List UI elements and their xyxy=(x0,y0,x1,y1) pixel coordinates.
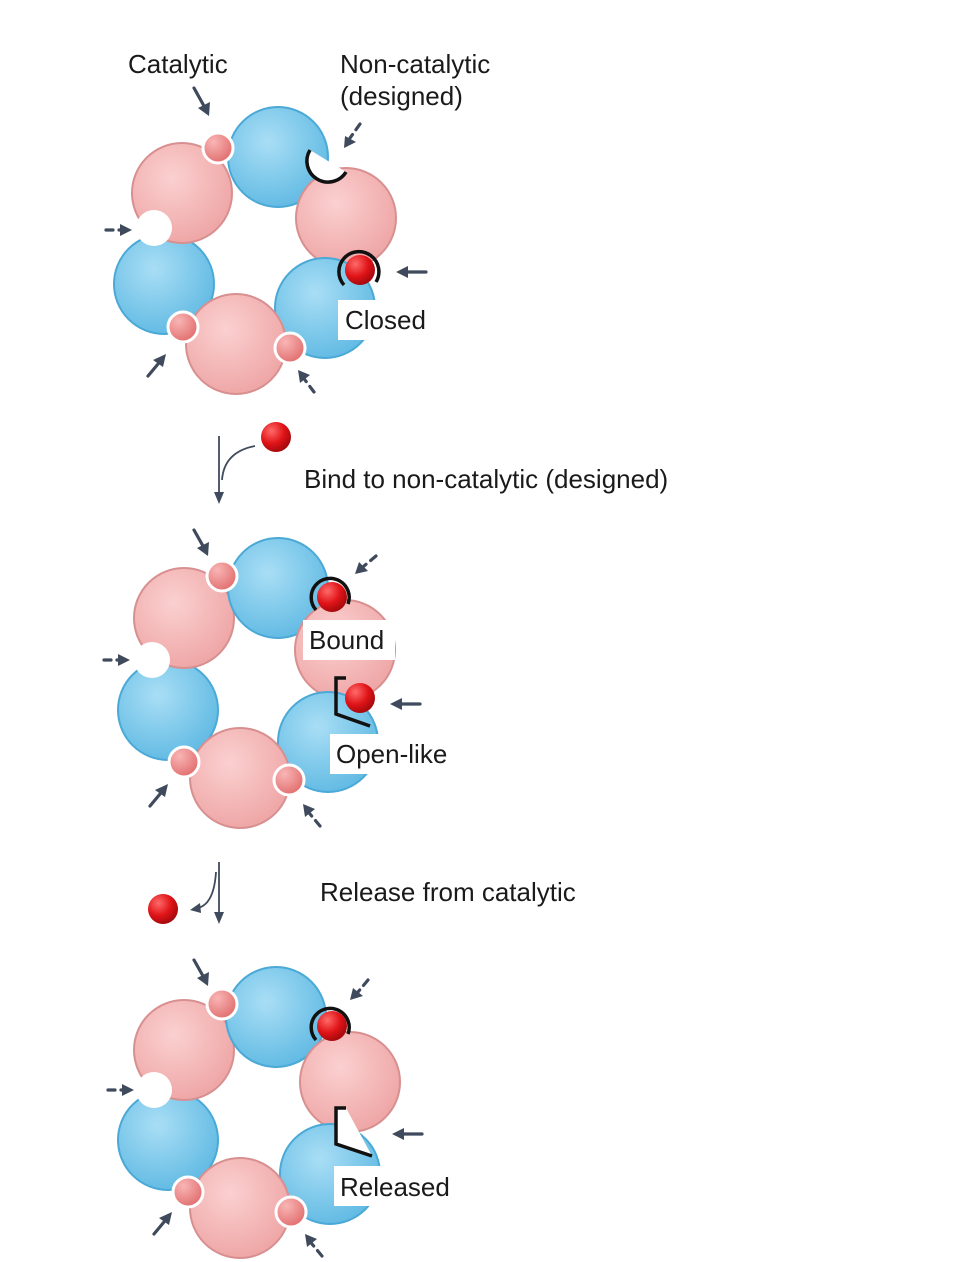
hexamer-released xyxy=(117,966,401,1259)
step-release xyxy=(148,862,224,924)
designed-pocket-bound xyxy=(309,576,351,612)
catalytic-site-ligand xyxy=(274,1195,308,1229)
catalytic-site-ligand xyxy=(273,331,307,365)
designed-pocket-empty xyxy=(305,149,348,184)
arrows-top xyxy=(104,86,428,394)
label-noncatalytic-line1: Non-catalytic xyxy=(340,49,490,79)
subunit-pink xyxy=(133,567,235,669)
closed-pocket xyxy=(337,249,381,287)
catalytic-site-ligand xyxy=(272,763,306,797)
catalytic-site-ligand xyxy=(166,310,200,344)
subunit-pink xyxy=(295,167,397,269)
ligand-bound xyxy=(345,683,375,713)
empty-site xyxy=(136,210,172,246)
label-catalytic: Catalytic xyxy=(128,49,228,79)
released-ligand xyxy=(148,894,178,924)
label-released: Released xyxy=(340,1172,450,1202)
label-open-like: Open-like xyxy=(336,739,447,769)
step-bind xyxy=(214,422,291,504)
catalytic-site-ligand xyxy=(205,559,239,593)
catalytic-site-ligand xyxy=(205,987,239,1021)
empty-site xyxy=(134,642,170,678)
empty-site xyxy=(136,1072,172,1108)
label-bind-step: Bind to non-catalytic (designed) xyxy=(304,464,668,494)
ligand-bound xyxy=(345,255,375,285)
label-bound: Bound xyxy=(309,625,384,655)
designed-pocket-bound xyxy=(309,1006,351,1042)
arrows-bottom xyxy=(106,958,424,1258)
label-release-step: Release from catalytic xyxy=(320,877,576,907)
catalytic-site-ligand xyxy=(167,745,201,779)
subunit-pink xyxy=(185,293,287,395)
catalytic-site-ligand xyxy=(201,131,235,165)
open-pocket xyxy=(334,676,371,728)
free-ligand xyxy=(261,422,291,452)
label-noncatalytic-line2: (designed) xyxy=(340,81,463,111)
ligand-bound xyxy=(317,1011,347,1041)
released-pocket xyxy=(334,1106,373,1158)
hexamer-open-like xyxy=(117,537,396,829)
arrows-middle xyxy=(102,528,422,828)
ligand-bound xyxy=(317,582,347,612)
hexamer-closed xyxy=(113,106,397,395)
catalytic-site-ligand xyxy=(171,1175,205,1209)
label-closed: Closed xyxy=(345,305,426,335)
